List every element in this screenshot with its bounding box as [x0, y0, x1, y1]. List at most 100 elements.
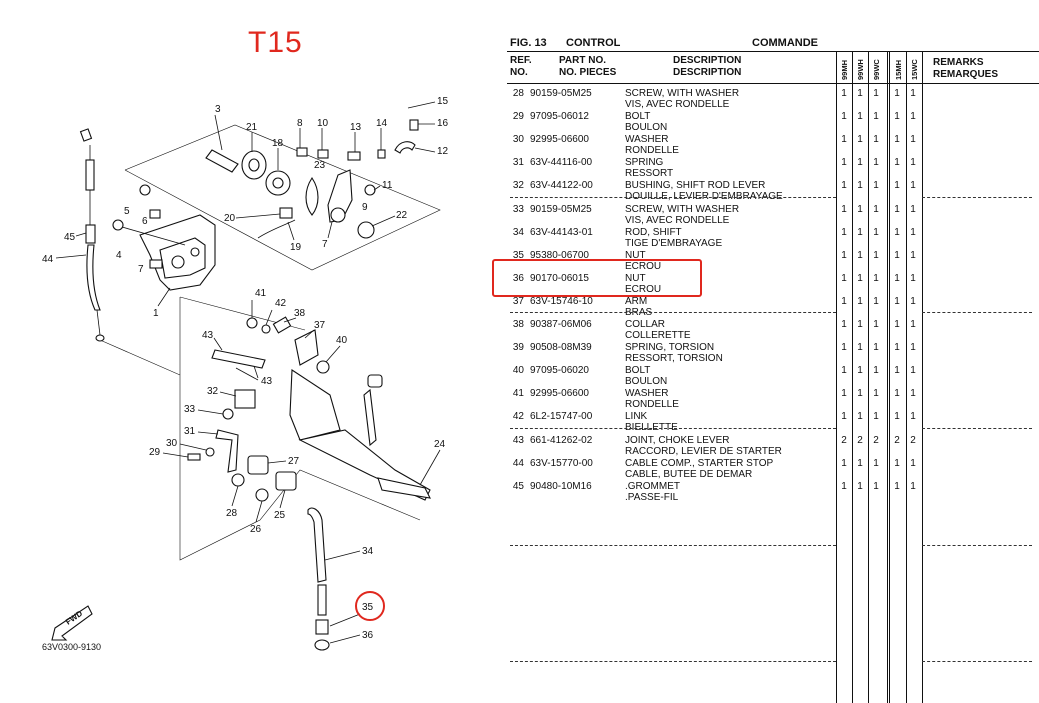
qty-cell: 1: [894, 480, 900, 492]
qty-cell: 1: [873, 157, 879, 169]
callout-33: 33: [184, 404, 196, 415]
figure-title-en: CONTROL: [566, 37, 621, 49]
part-no: 90159-05M25: [530, 203, 592, 215]
qty-cell: 1: [857, 180, 863, 192]
description-en: ROD, SHIFT: [625, 226, 682, 238]
qty-cell: 1: [873, 203, 879, 215]
qty-cell: 1: [873, 226, 879, 238]
callout-25: 25: [274, 510, 286, 521]
callout-24: 24: [434, 439, 446, 450]
description-en: CABLE COMP., STARTER STOP: [625, 457, 774, 469]
qty-cell: 1: [910, 203, 916, 215]
description-en: BUSHING, SHIFT ROD LEVER: [625, 180, 766, 192]
description-fr: ECROU: [625, 260, 662, 272]
qty-cell: 2: [910, 434, 916, 446]
qty-cell: 1: [841, 480, 847, 492]
callout-16: 15: [437, 96, 449, 107]
part-no: 97095-06020: [530, 365, 589, 377]
callout-19: 19: [290, 242, 302, 253]
description-en: NUT: [625, 272, 646, 284]
qty-cell: 1: [857, 342, 863, 354]
callout-26: 26: [250, 524, 262, 535]
callout-30: 30: [166, 438, 178, 449]
qty-cell: 1: [910, 272, 916, 284]
qty-cell: 1: [841, 457, 847, 469]
qty-cell: 2: [841, 434, 847, 446]
description-en: BOLT: [625, 365, 651, 377]
qty-cell: 1: [894, 226, 900, 238]
callout-4: 4: [116, 250, 122, 261]
fwd-arrow-icon: FWD: [51, 605, 93, 641]
part-no: 63V-44116-00: [530, 157, 593, 169]
callout-43: 43: [261, 376, 273, 387]
qty-cell: 1: [894, 365, 900, 377]
model-header-99wh: 99WH: [856, 59, 865, 81]
qty-cell: 1: [841, 226, 847, 238]
qty-cell: 2: [873, 434, 879, 446]
callout-14: 13: [350, 122, 362, 133]
description-en: ARM: [625, 295, 648, 307]
callout-42: 43: [202, 330, 214, 341]
qty-cell: 1: [910, 180, 916, 192]
qty-cell: 1: [841, 388, 847, 400]
ref-no: 34: [512, 226, 524, 238]
control-bracket: [112, 184, 216, 291]
description-en: BOLT: [625, 111, 651, 123]
part-no: 661-41262-02: [530, 434, 593, 446]
callout-27: 27: [288, 456, 300, 467]
qty-cell: 1: [857, 411, 863, 423]
drawing-code: 63V0300-9130: [42, 642, 102, 652]
ref-header: REF.NO.: [510, 55, 532, 78]
exploded-parts-diagram: FWD 3 21 18 8 10 13 14 15 16 12 23 11 9 …: [42, 96, 449, 651]
qty-cell: 1: [857, 157, 863, 169]
ref-no: 35: [512, 249, 524, 261]
description-en: JOINT, CHOKE LEVER: [625, 434, 730, 446]
callout-15: 14: [376, 118, 388, 129]
ref-no: 44: [512, 457, 524, 469]
callout-32: 32: [207, 386, 219, 397]
callout-13: 12: [437, 146, 449, 157]
ref-no: 41: [512, 388, 524, 400]
qty-cell: 1: [894, 272, 900, 284]
qty-cell: 1: [894, 111, 900, 123]
qty-cell: 1: [873, 180, 879, 192]
qty-cell: 1: [857, 388, 863, 400]
qty-cell: 1: [894, 134, 900, 146]
model-header-15wc: 15WC: [910, 59, 919, 81]
qty-cell: 1: [894, 411, 900, 423]
qty-cell: 1: [841, 295, 847, 307]
description-en: SCREW, WITH WASHER: [625, 203, 740, 215]
callout-21: 21: [246, 122, 258, 133]
qty-cell: 1: [841, 411, 847, 423]
ref-no: 30: [512, 134, 524, 146]
description-fr: VIS, AVEC RONDELLE: [625, 214, 730, 226]
qty-cell: 1: [841, 180, 847, 192]
description-fr: CABLE, BUTEE DE DEMAR: [625, 468, 753, 480]
qty-cell: 1: [857, 365, 863, 377]
qty-cell: 1: [841, 88, 847, 99]
qty-cell: 1: [873, 411, 879, 423]
qty-cell: 1: [910, 319, 916, 330]
qty-cell: 1: [873, 295, 879, 307]
description-en: COLLAR: [625, 319, 666, 330]
qty-cell: 1: [873, 480, 879, 492]
callout-17: 16: [437, 118, 449, 129]
qty-cell: 1: [857, 226, 863, 238]
qty-cell: 1: [873, 111, 879, 123]
part-no: 95380-06700: [530, 249, 589, 261]
qty-cell: 1: [873, 365, 879, 377]
nut-36-drawing: [315, 619, 329, 635]
description-fr: DOUILLE, LEVIER D'EMBRAYAGE: [625, 191, 783, 203]
qty-cell: 1: [857, 457, 863, 469]
part-no: 90387-06M06: [530, 319, 592, 330]
ref-no: 42: [512, 411, 524, 423]
ref-no: 43: [512, 434, 524, 446]
starter-cable-assembly: [79, 128, 105, 342]
qty-cell: 1: [910, 365, 916, 377]
callout-40: 41: [255, 288, 267, 299]
qty-cell: 1: [910, 480, 916, 492]
callout-22: 22: [396, 210, 408, 221]
qty-cell: 1: [910, 226, 916, 238]
part-no: 97095-06012: [530, 111, 589, 123]
